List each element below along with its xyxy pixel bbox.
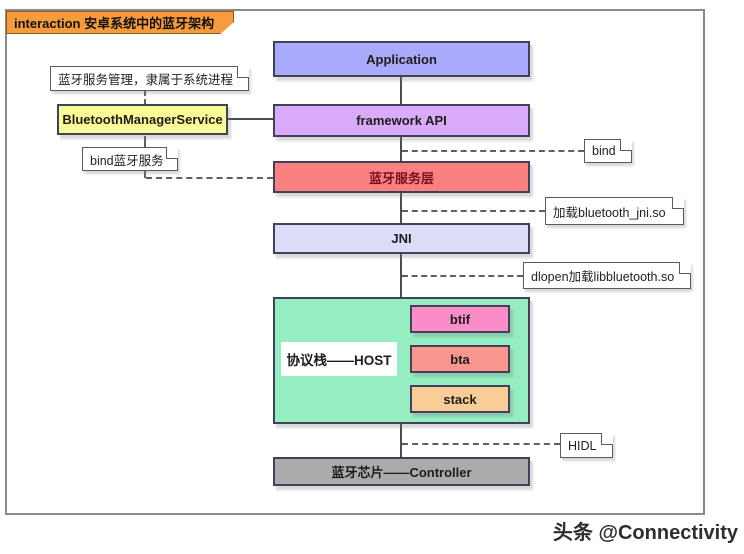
host-label-text: 协议栈——HOST (286, 353, 392, 368)
diagram-title-text: interaction 安卓系统中的蓝牙架构 (14, 16, 215, 31)
note-hidl-text: HIDL (568, 438, 597, 453)
box-framework-api-label: framework API (356, 113, 447, 128)
protocol-stack-host-label: 协议栈——HOST (281, 342, 397, 376)
dashed-note-to-bms (144, 91, 146, 104)
diagram-title: interaction 安卓系统中的蓝牙架构 (6, 11, 234, 34)
box-application: Application (273, 41, 530, 77)
box-jni-label: JNI (391, 231, 412, 246)
dashed-to-bind-note (402, 150, 584, 152)
note-load-bluetooth-jni: 加载bluetooth_jni.so (545, 197, 684, 225)
box-framework-api: framework API (273, 104, 530, 137)
watermark-text: 头条 @Connectivity (552, 522, 738, 544)
dashed-to-dlopen-note (402, 275, 523, 277)
box-controller-label: 蓝牙芯片——Controller (331, 465, 472, 480)
box-jni: JNI (273, 223, 530, 254)
box-bta-label: bta (450, 351, 470, 367)
connector-bms-framework (228, 118, 273, 120)
dashed-to-hidl-note (402, 443, 560, 445)
box-service-layer-label: 蓝牙服务层 (368, 170, 434, 186)
watermark-toutiao-connectivity: 头条 @Connectivity (553, 516, 738, 545)
box-application-label: Application (366, 51, 437, 67)
folded-corner-icon (679, 262, 691, 274)
note-bind: bind (584, 139, 632, 163)
note-service-management-text: 蓝牙服务管理，隶属于系统进程 (58, 73, 234, 87)
dashed-to-loadjni-note (402, 210, 545, 212)
box-bluetooth-manager-service: BluetoothManagerService (57, 104, 228, 135)
connector-jni-host (400, 254, 402, 297)
connector-framework-service (400, 137, 402, 161)
note-dlopen-libbluetooth: dlopen加载libbluetooth.so (523, 262, 691, 289)
note-bind-bluetooth-service: bind蓝牙服务 (82, 147, 178, 171)
connector-host-controller (400, 424, 402, 457)
box-btif: btif (410, 305, 510, 333)
box-bms-label: BluetoothManagerService (62, 112, 223, 127)
box-bluetooth-service-layer: 蓝牙服务层 (273, 161, 530, 193)
box-bluetooth-chip-controller: 蓝牙芯片——Controller (273, 457, 530, 486)
note-load-jni-text: 加载bluetooth_jni.so (553, 205, 666, 220)
dashed-bindnote-down (144, 171, 146, 178)
dashed-bms-to-service (146, 177, 273, 179)
folded-corner-icon (672, 197, 684, 209)
folded-corner-icon (237, 66, 249, 78)
connector-app-framework (400, 77, 402, 104)
folded-corner-icon (601, 433, 613, 445)
box-btif-label: btif (449, 311, 471, 327)
note-bind-cn-text: bind蓝牙服务 (90, 153, 164, 168)
box-bta: bta (410, 345, 510, 373)
note-hidl: HIDL (560, 433, 613, 458)
dashed-bms-to-bindnote (144, 136, 146, 147)
box-stack-label: stack (443, 391, 477, 407)
note-service-management: 蓝牙服务管理，隶属于系统进程 (50, 66, 249, 91)
box-stack: stack (410, 385, 510, 413)
folded-corner-icon (620, 139, 632, 151)
note-bind-text: bind (592, 144, 616, 158)
note-dlopen-text: dlopen加载libbluetooth.so (531, 270, 675, 284)
connector-service-jni (400, 193, 402, 223)
folded-corner-icon (166, 147, 178, 159)
